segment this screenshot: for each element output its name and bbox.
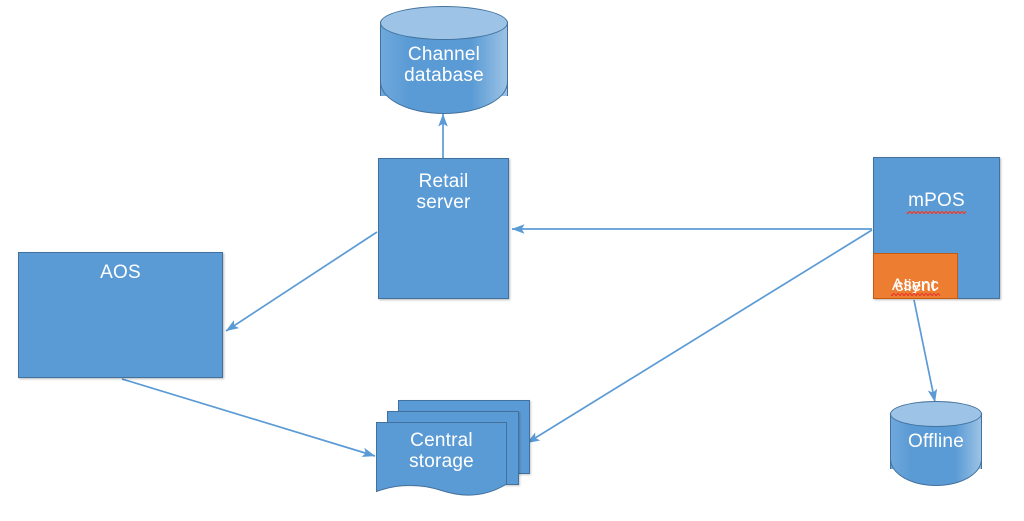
node-central-storage[interactable]: Central storage xyxy=(376,400,530,498)
cylinder-bottom-ellipse xyxy=(380,82,508,114)
central-storage-sheet-front xyxy=(376,422,507,496)
node-async-client-label-text: Async xyxy=(890,275,941,297)
node-aos-label: AOS xyxy=(100,262,141,283)
connector-retail-server-to-aos xyxy=(225,231,378,332)
node-channel-database[interactable]: Channel database xyxy=(380,6,508,114)
cylinder-top-ellipse xyxy=(380,6,508,40)
connector-aos-to-central-storage xyxy=(121,378,376,457)
node-channel-database-label: Channel database xyxy=(404,44,484,87)
connector-async-client-to-offline xyxy=(913,299,938,403)
node-offline-label: Offline xyxy=(908,431,964,452)
connector-mpos-to-central-storage xyxy=(526,229,873,444)
node-central-storage-label: Central storage xyxy=(409,430,474,473)
offline-cylinder-bottom-ellipse xyxy=(890,459,982,486)
node-retail-server-label: Retail server xyxy=(416,171,471,214)
node-async-client-label-line1: Async xyxy=(874,256,957,297)
node-offline[interactable]: Offline xyxy=(890,401,982,486)
node-async-client-label-line2: client xyxy=(895,276,936,295)
node-aos[interactable]: AOS xyxy=(18,252,223,378)
node-async-client[interactable]: Async client xyxy=(873,253,958,299)
node-mpos-label-text: mPOS xyxy=(907,190,966,214)
node-mpos-label: mPOS xyxy=(874,169,999,214)
offline-cylinder-top-ellipse xyxy=(890,401,982,427)
node-retail-server[interactable]: Retail server xyxy=(378,158,509,299)
